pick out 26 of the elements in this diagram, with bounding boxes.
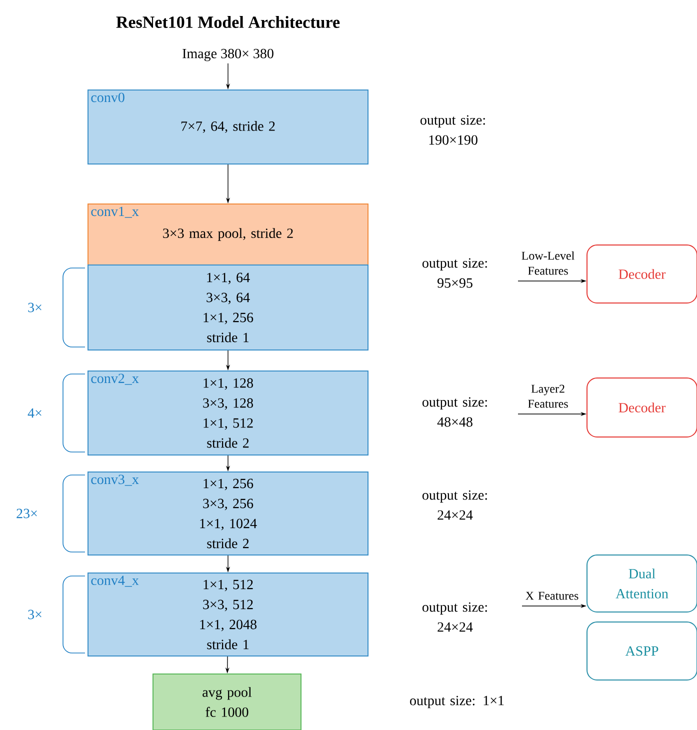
layer-box: 1×1, 64 3×3, 64 1×1, 256 stride 1	[88, 264, 368, 350]
layer-box: 1×1, 128 3×3, 128 1×1, 512 stride 2 conv2_x	[88, 370, 368, 456]
edge-label: X Features	[526, 592, 578, 600]
repeat-count: 23×	[16, 508, 37, 518]
output-size-label: output size: 48×48	[422, 397, 487, 427]
output-size-label: output size: 95×95	[422, 258, 487, 288]
output-size-label: output size: 190×190	[420, 115, 485, 145]
output-box: avg pool fc 1000	[152, 674, 302, 730]
repeat-count: 4×	[28, 408, 42, 418]
title: ResNet101 Model Architecture	[116, 16, 340, 28]
layer-box: 1×1, 256 3×3, 256 1×1, 1024 stride 2 conv3_x	[88, 472, 368, 556]
output-size-label: output size: 24×24	[422, 602, 487, 632]
edge-label: Low-Level Features	[522, 251, 574, 275]
repeat-count: 3×	[28, 610, 42, 620]
module-box: ASPP	[586, 622, 697, 680]
layer-box: 7×7, 64, stride 2 conv0	[88, 90, 368, 164]
output-size-label: output size: 1×1	[410, 696, 504, 708]
edge-label: Layer2 Features	[528, 384, 568, 408]
output-size-label: output size: 24×24	[422, 490, 487, 520]
repeat-count: 3×	[28, 302, 42, 312]
input-label: Image 380× 380	[182, 48, 274, 62]
decoder-box: Decoder	[586, 378, 697, 438]
layer-box: 1×1, 512 3×3, 512 1×1, 2048 stride 1 conv4_x	[88, 572, 368, 656]
pooling-box: 3×3 max pool, stride 2 conv1_x	[88, 204, 368, 266]
module-box: Dual Attention	[586, 554, 697, 612]
decoder-box: Decoder	[586, 244, 697, 304]
